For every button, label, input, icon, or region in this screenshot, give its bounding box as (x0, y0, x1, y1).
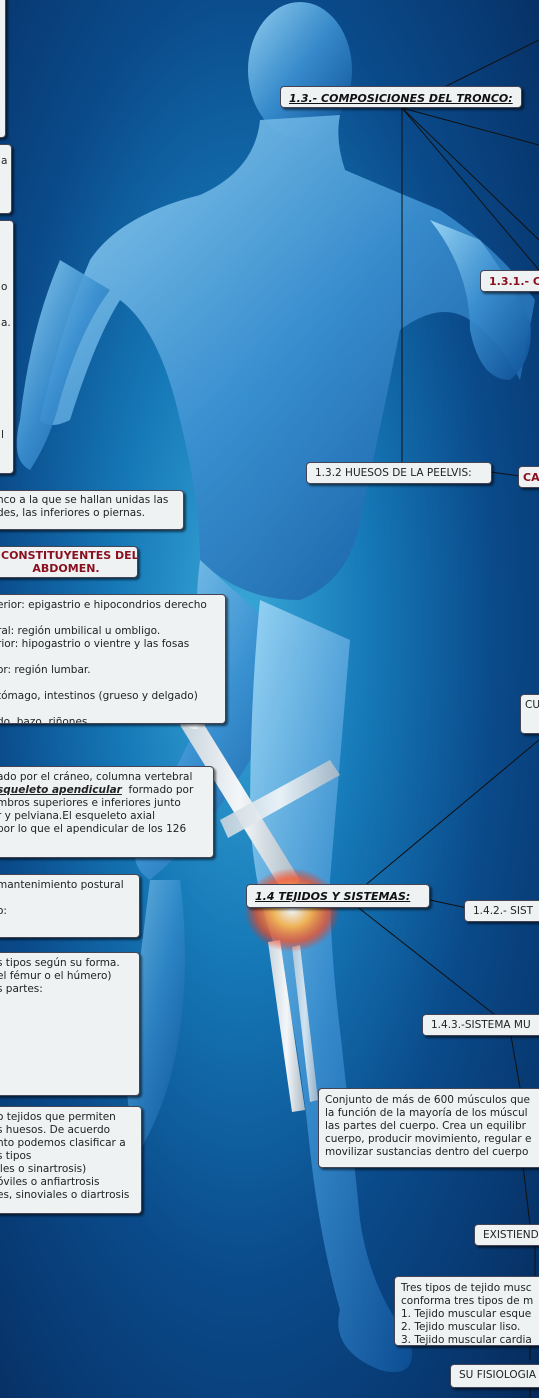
esqueleto-line-2-rest: formado por (122, 784, 193, 796)
postural-node: mantenimiento postural o: (0, 874, 140, 938)
ca-node[interactable]: CA (518, 466, 539, 488)
esqueleto-line-1: ado por el cráneo, columna vertebral (0, 771, 211, 784)
tejidos-sistemas-title[interactable]: 1.4 TEJIDOS Y SISTEMAS: (246, 884, 430, 908)
tipos-hueso-node: s tipos según su forma. el fémur o el hú… (0, 952, 140, 1096)
sistema-1-4-2-node[interactable]: 1.4.2.- SIST (464, 900, 539, 922)
composiciones-tronco-title[interactable]: 1.3.- COMPOSICIONES DEL TRONCO: (280, 86, 522, 108)
existiend-node[interactable]: EXISTIEND (474, 1224, 539, 1246)
left-panel-a: a (0, 144, 12, 214)
esqueleto-node: ado por el cráneo, columna vertebral squ… (0, 766, 214, 858)
regiones-abdomen-node: erior: epigastrio e hipocondrios derecho… (0, 594, 226, 724)
cu-node[interactable]: CU (520, 694, 539, 734)
node-1-3-1[interactable]: 1.3.1.- C (480, 270, 539, 292)
esqueleto-line-3: mbros superiores e inferiores junto r y … (0, 797, 211, 836)
tronco-node: nco a la que se hallan unidas las des, l… (0, 490, 184, 530)
fisiologia-node[interactable]: SU FISIOLOGIA (450, 1364, 539, 1388)
esqueleto-line-2: squeleto apendicular formado por (0, 784, 211, 797)
left-panel-b: o a. l (0, 220, 14, 474)
tres-tipos-node: Tres tipos de tejido musc conforma tres … (394, 1276, 539, 1346)
huesos-pelvis-node[interactable]: 1.3.2 HUESOS DE LA PEELVIS: (306, 462, 492, 484)
constituyentes-abdomen-node: CONSTITUYENTES DEL ABDOMEN. (0, 546, 138, 578)
esqueleto-apendicular-label: squeleto apendicular (0, 784, 122, 796)
articulaciones-node: o tejidos que permiten s huesos. De acue… (0, 1106, 142, 1214)
musculos-600-node: Conjunto de más de 600 músculos que la f… (318, 1088, 539, 1168)
left-panel-top (0, 0, 6, 138)
sistema-1-4-3-node[interactable]: 1.4.3.-SISTEMA MU (422, 1014, 539, 1036)
